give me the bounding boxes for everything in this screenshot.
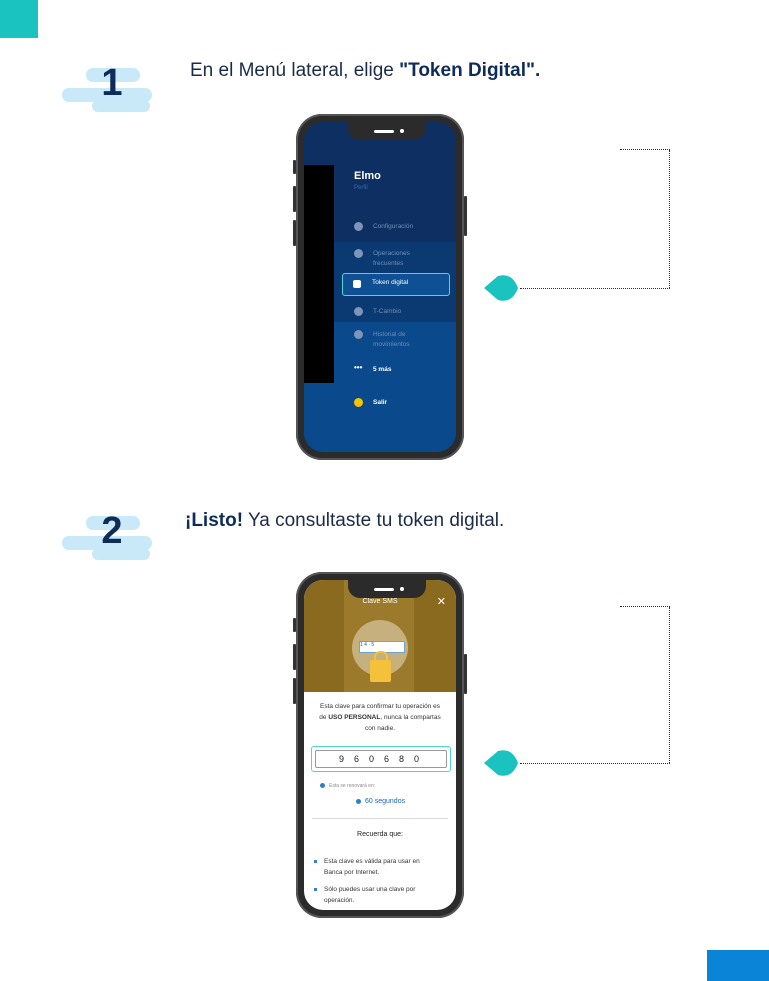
gear-icon [354,222,363,231]
sms-description: Esta clave para confirmar tu operación e… [319,703,441,732]
step-1-number: 1 [101,62,123,104]
menu-overlay-panel [304,165,334,383]
token-code: 960680 [315,750,447,768]
sms-screen: Clave SMS ✕ 1 4 · 5 Esta clave para conf… [304,580,456,910]
info-icon [320,783,325,789]
step-1-badge: 1 [62,60,154,112]
step-2-text: Ya consultaste tu token digital. [243,510,505,531]
step-1-text: En el Menú lateral, elige [190,60,400,81]
more-icon: ••• [354,363,363,372]
divider [312,818,448,819]
menu-item-operaciones[interactable]: Operaciones frecuentes [354,249,454,269]
pointer-2 [484,749,520,777]
lock-icon [370,651,391,682]
step-2-badge: 2 [62,508,154,560]
exit-icon [354,398,363,407]
exchange-icon [354,307,363,316]
renew-notice: Esta se renovará en: [320,783,375,789]
reminder-title: Recuerda que: [357,831,403,838]
step-1-instruction: En el Menú lateral, elige "Token Digital… [190,60,540,82]
menu-screen: Elmo Perfil Configuración Operaciones fr… [304,122,456,452]
token-icon [353,280,361,288]
menu-profile-link[interactable]: Perfil [354,185,368,191]
chat-icon [354,249,363,258]
phone-menu: Elmo Perfil Configuración Operaciones fr… [293,114,467,460]
menu-item-token-digital[interactable]: Token digital [342,273,450,296]
reminder-bullet-2: Sólo puedes usar una clave por operación… [314,884,444,906]
step-2-text-bold: ¡Listo! [185,510,244,531]
countdown: 60 segundos [356,798,405,805]
menu-item-salir[interactable]: Salir [354,398,454,408]
phone-sms: Clave SMS ✕ 1 4 · 5 Esta clave para conf… [293,572,467,918]
pointer-1 [484,274,520,302]
menu-item-t-cambio[interactable]: T-Cambio [354,307,454,317]
menu-item-configuracion[interactable]: Configuración [354,222,454,232]
step-1-text-bold: "Token Digital". [399,60,541,81]
token-code-field: 960680 [311,746,451,772]
history-icon [354,330,363,339]
step-2-instruction: ¡Listo! Ya consultaste tu token digital. [185,510,504,532]
reminder-bullet-1: Esta clave es válida para usar en Banca … [314,856,444,878]
menu-item-more[interactable]: ••• 5 más [354,363,392,373]
sms-title: Clave SMS [362,598,398,605]
clock-icon [356,798,361,804]
close-icon[interactable]: ✕ [436,596,446,608]
corner-accent-bottom [707,950,769,981]
corner-accent-top [0,0,38,38]
step-2-number: 2 [101,510,123,552]
menu-item-historial[interactable]: Historial de movimientos [354,330,454,350]
menu-user-name: Elmo [354,170,381,182]
